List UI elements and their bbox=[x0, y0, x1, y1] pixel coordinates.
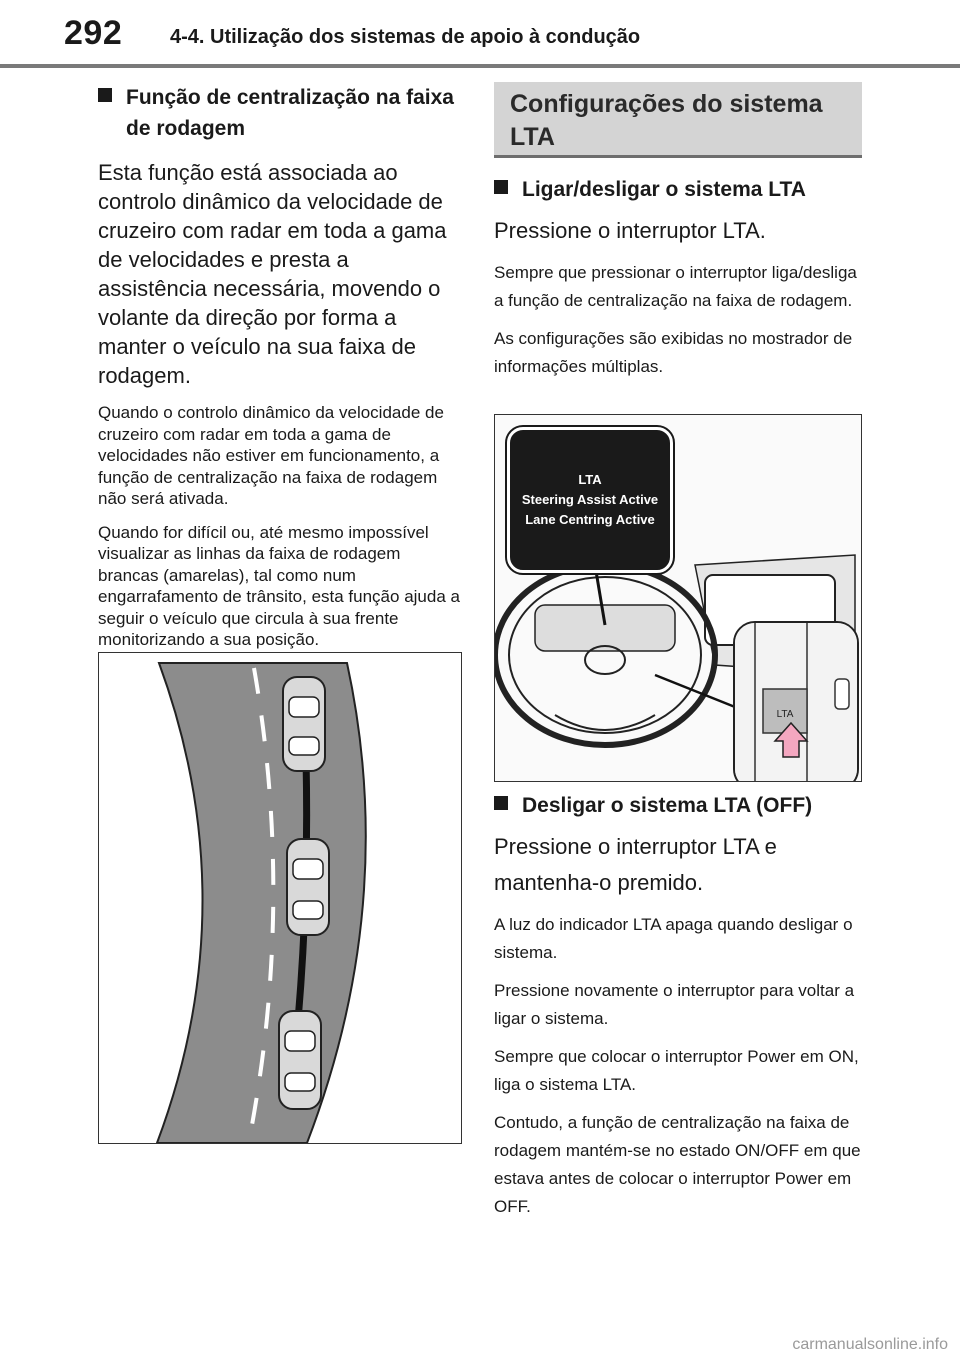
instruction-2: Pressione o interruptor LTA e mantenha-o… bbox=[494, 834, 777, 895]
header-rule bbox=[0, 64, 960, 68]
display-line-1: LTA bbox=[578, 472, 602, 487]
multi-info-display-callout: LTA Steering Assist Active Lane Centring… bbox=[505, 425, 675, 575]
press-arrow-icon bbox=[773, 721, 809, 758]
car-icon-middle bbox=[286, 838, 330, 936]
lead-paragraph: Esta função está associada ao controlo d… bbox=[98, 160, 447, 388]
watermark: carmanualsonline.info bbox=[792, 1336, 948, 1353]
section-title: 4-4. Utilização dos sistemas de apoio à … bbox=[170, 26, 641, 48]
heading-text: Ligar/desligar o sistema LTA bbox=[522, 178, 806, 201]
left-column: Função de centralização na faixa de roda… bbox=[98, 82, 462, 651]
heading-text: Função de centralização na faixa de roda… bbox=[126, 86, 454, 140]
info-1b: As configurações são exibidas no mostrad… bbox=[494, 329, 853, 376]
right-column-lower: Desligar o sistema LTA (OFF) Pressione o… bbox=[494, 790, 862, 1221]
heading-on-off: Ligar/desligar o sistema LTA bbox=[494, 174, 862, 205]
heading-lane-centering: Função de centralização na faixa de roda… bbox=[98, 82, 462, 144]
square-bullet-icon bbox=[494, 180, 508, 194]
svg-text:LTA: LTA bbox=[777, 709, 794, 720]
info-2b: Pressione novamente o interruptor para v… bbox=[494, 981, 855, 1028]
page-number: 292 bbox=[64, 14, 123, 52]
road-drawing bbox=[155, 662, 367, 1143]
lane-centering-illustration bbox=[98, 652, 462, 1144]
car-icon-front bbox=[282, 676, 326, 772]
info-2d: Contudo, a função de centralização na fa… bbox=[494, 1113, 861, 1216]
note-paragraph-1: Quando o controlo dinâmico da velocidade… bbox=[98, 403, 444, 508]
instruction-1: Pressione o interruptor LTA. bbox=[494, 218, 766, 243]
heading-text: Desligar o sistema LTA (OFF) bbox=[522, 794, 813, 817]
right-column: Configurações do sistema LTA Ligar/desli… bbox=[494, 82, 862, 381]
display-line-3: Lane Centring Active bbox=[525, 512, 655, 527]
car-icon-rear bbox=[278, 1010, 322, 1110]
info-2c: Sempre que colocar o interruptor Power e… bbox=[494, 1047, 859, 1094]
square-bullet-icon bbox=[98, 88, 112, 102]
display-line-2: Steering Assist Active bbox=[521, 492, 659, 507]
config-section-box: Configurações do sistema LTA bbox=[494, 82, 862, 158]
config-section-title: Configurações do sistema LTA bbox=[510, 90, 823, 151]
lta-switch-illustration: LTA Steering Assist Active Lane Centring… bbox=[494, 414, 862, 782]
heading-off: Desligar o sistema LTA (OFF) bbox=[494, 790, 862, 821]
square-bullet-icon bbox=[494, 796, 508, 810]
page-header: 292 4-4. Utilização dos sistemas de apoi… bbox=[0, 0, 960, 64]
info-2a: A luz do indicador LTA apaga quando desl… bbox=[494, 915, 853, 962]
info-1a: Sempre que pressionar o interruptor liga… bbox=[494, 263, 857, 310]
note-paragraph-2: Quando for difícil ou, até mesmo impossí… bbox=[98, 522, 460, 650]
